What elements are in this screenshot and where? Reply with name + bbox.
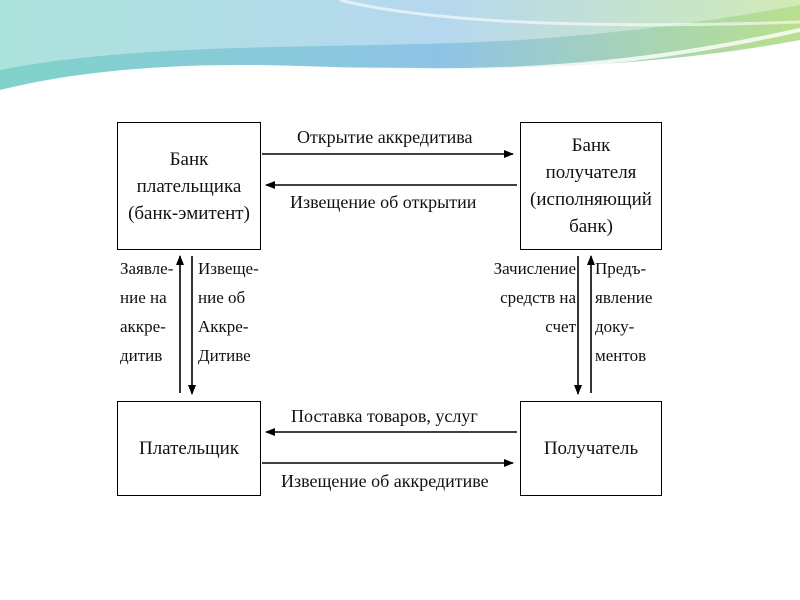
node-payer-label: Плательщик — [138, 438, 240, 459]
slide-header-decoration — [0, 0, 800, 94]
node-payer-bank: Банк плательщика (банк-эмитент) — [117, 122, 261, 250]
edge-opening-notice-label: Извещение об открытии — [290, 192, 477, 212]
edge-delivery-label: Поставка товаров, услуг — [291, 406, 478, 426]
edge-opening-label: Открытие аккредитива — [297, 127, 473, 147]
node-receiver-bank: Банк получателя (исполняющий банк) — [520, 122, 662, 250]
edge-presentation-label: Предъ- явление доку- ментов — [595, 259, 653, 365]
edge-crediting-label: Зачисление средств на счет — [493, 259, 576, 336]
node-receiver-label: Получатель — [543, 438, 639, 459]
edge-credit-notice-label: Извещение об аккредитиве — [281, 471, 489, 491]
edge-notice-to-payer-label: Извеще- ние об Аккре- Дитиве — [198, 259, 259, 365]
node-payer-bank-label: Банк плательщика (банк-эмитент) — [128, 148, 250, 224]
node-receiver: Получатель — [520, 401, 662, 496]
node-payer: Плательщик — [117, 401, 261, 496]
node-receiver-bank-label: Банк получателя (исполняющий банк) — [530, 135, 652, 237]
edge-application-label: Заявле- ние на аккре- дитив — [120, 259, 174, 365]
